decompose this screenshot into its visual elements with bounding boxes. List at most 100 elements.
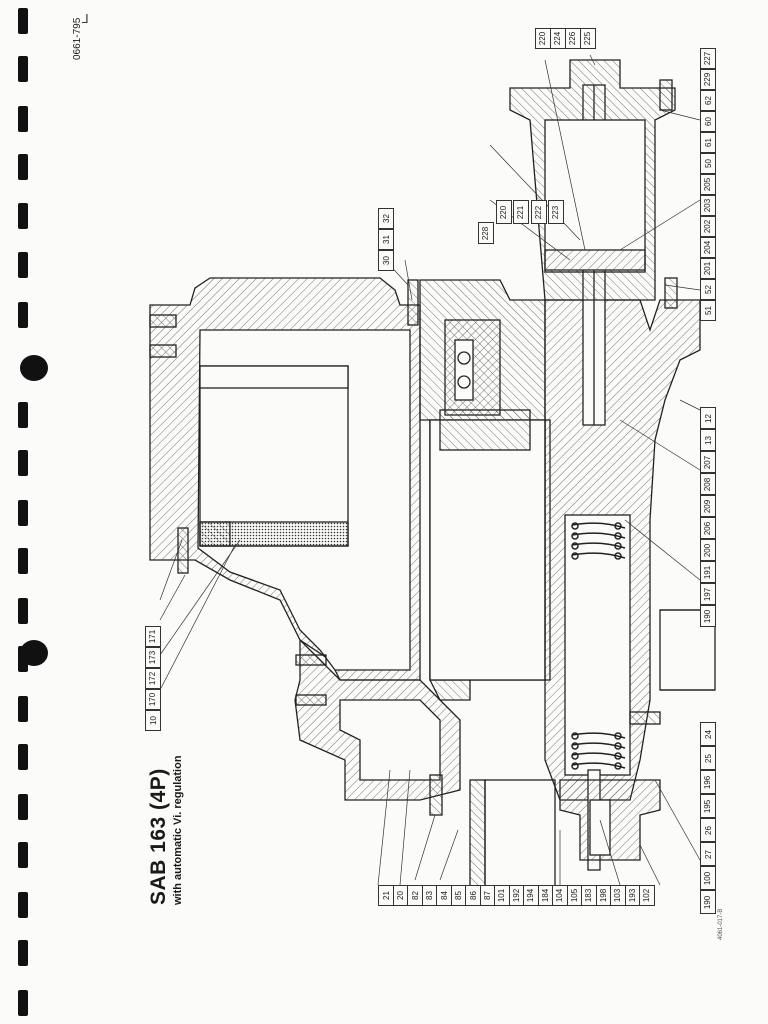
part-callout: 224 bbox=[550, 28, 566, 49]
part-callout: 223 bbox=[548, 200, 564, 224]
part-callout-label: 13 bbox=[703, 435, 713, 445]
part-callout-label: 220 bbox=[498, 205, 508, 219]
drawing-subtitle: with automatic Vi. regulation bbox=[172, 755, 184, 905]
rotor bbox=[199, 365, 349, 547]
part-callout: 50 bbox=[700, 153, 716, 174]
binding-hole bbox=[18, 548, 28, 574]
part-callout: 31 bbox=[378, 229, 394, 250]
part-callout: 209 bbox=[700, 495, 716, 517]
part-callout-label: 60 bbox=[703, 117, 713, 126]
part-callout: 229 bbox=[700, 69, 716, 90]
part-callout-label: 184 bbox=[540, 888, 550, 903]
binding-hole bbox=[18, 203, 28, 229]
part-callout: 60 bbox=[700, 111, 716, 132]
binding-hole bbox=[18, 990, 28, 1016]
binding-hole bbox=[18, 892, 28, 918]
spring-lower bbox=[571, 732, 626, 770]
part-callout-label: 207 bbox=[703, 455, 713, 469]
binding-hole bbox=[18, 500, 28, 526]
part-callout: 26 bbox=[700, 818, 716, 842]
part-callout: 221 bbox=[513, 200, 529, 224]
binding-hole bbox=[18, 402, 28, 428]
part-callout-label: 20 bbox=[396, 891, 405, 900]
part-callout-label: 50 bbox=[703, 159, 713, 168]
part-callout-label: 172 bbox=[148, 671, 158, 686]
part-callout-label: 102 bbox=[642, 888, 652, 903]
part-callout-label: 196 bbox=[703, 775, 713, 789]
part-callout: 203 bbox=[700, 195, 716, 216]
part-callout: 208 bbox=[700, 473, 716, 495]
part-callout-label: 227 bbox=[703, 51, 713, 66]
binding-hole bbox=[18, 450, 28, 476]
part-callout-label: 208 bbox=[703, 477, 713, 491]
part-callout: 191 bbox=[700, 561, 716, 583]
binding-hole bbox=[18, 106, 28, 132]
part-callout-label: 221 bbox=[516, 205, 526, 219]
part-callout-label: 12 bbox=[703, 413, 713, 423]
part-callout-label: 51 bbox=[703, 306, 713, 315]
part-callout-label: 85 bbox=[454, 891, 463, 900]
part-callout-label: 195 bbox=[703, 799, 713, 813]
part-callout: 171 bbox=[145, 626, 161, 647]
part-callout: 172 bbox=[145, 668, 161, 689]
part-callout: 30 bbox=[378, 250, 394, 271]
part-callout-label: 226 bbox=[568, 31, 578, 46]
binding-hole bbox=[18, 302, 28, 328]
part-callout-label: 30 bbox=[381, 256, 391, 265]
part-callout: 32 bbox=[378, 208, 394, 229]
part-callout-label: 204 bbox=[703, 240, 713, 255]
part-callout: 170 bbox=[145, 689, 161, 710]
part-callout: 225 bbox=[580, 28, 596, 49]
part-callout: 12 bbox=[700, 407, 716, 429]
part-callout-label: 83 bbox=[425, 891, 434, 900]
part-callout: 222 bbox=[530, 200, 547, 224]
part-callout-label: 200 bbox=[703, 543, 713, 557]
part-callout-label: 192 bbox=[511, 888, 521, 903]
part-callout: 24 bbox=[700, 722, 716, 746]
spring-upper bbox=[571, 522, 626, 560]
part-callout-label: 171 bbox=[148, 629, 158, 644]
part-callout-label: 224 bbox=[553, 31, 563, 46]
part-callout-label: 170 bbox=[148, 692, 158, 707]
part-callout: 62 bbox=[700, 90, 716, 111]
binding-hole bbox=[18, 56, 28, 82]
part-callout-label: 31 bbox=[381, 235, 391, 244]
part-callout: 205 bbox=[700, 174, 716, 195]
part-callout-label: 202 bbox=[703, 219, 713, 234]
part-callout-label: 209 bbox=[703, 499, 713, 513]
part-callout-label: 229 bbox=[703, 72, 713, 87]
part-callout-label: 84 bbox=[439, 891, 449, 900]
part-callout-label: 225 bbox=[583, 31, 593, 46]
part-callout: 27 bbox=[700, 842, 716, 866]
part-callout: 228 bbox=[478, 222, 494, 244]
binding-hole bbox=[18, 744, 28, 770]
part-callout: 200 bbox=[700, 539, 716, 561]
part-callout: 102 bbox=[639, 885, 655, 906]
part-callout-label: 100 bbox=[703, 871, 713, 885]
part-callout-label: 190 bbox=[703, 609, 713, 623]
part-callout: 52 bbox=[700, 279, 716, 300]
part-callout: 226 bbox=[565, 28, 581, 49]
part-callout-label: 173 bbox=[148, 650, 158, 665]
part-callout: 201 bbox=[700, 258, 716, 279]
part-callout-label: 220 bbox=[538, 31, 548, 46]
scan-mark: ⅃ bbox=[82, 12, 89, 26]
part-callout-label: 191 bbox=[703, 565, 713, 579]
part-callout-label: 86 bbox=[468, 891, 478, 900]
part-callout-label: 222 bbox=[533, 205, 543, 219]
part-callout-label: 203 bbox=[703, 198, 713, 213]
part-callout: 196 bbox=[700, 770, 716, 794]
binding-hole bbox=[18, 940, 28, 966]
part-callout: 190 bbox=[700, 890, 716, 914]
part-callout-label: 87 bbox=[483, 891, 492, 900]
part-callout-label: 101 bbox=[497, 888, 507, 903]
part-callout: 51 bbox=[700, 300, 716, 321]
part-callout: 13 bbox=[700, 429, 716, 451]
part-callout-label: 10 bbox=[148, 716, 158, 725]
binding-hole bbox=[18, 696, 28, 722]
part-callout: 190 bbox=[700, 605, 716, 627]
part-callout-label: 206 bbox=[703, 521, 713, 535]
part-callout-label: 24 bbox=[703, 729, 713, 739]
part-callout: 100 bbox=[700, 866, 716, 890]
part-callout: 227 bbox=[700, 48, 716, 69]
